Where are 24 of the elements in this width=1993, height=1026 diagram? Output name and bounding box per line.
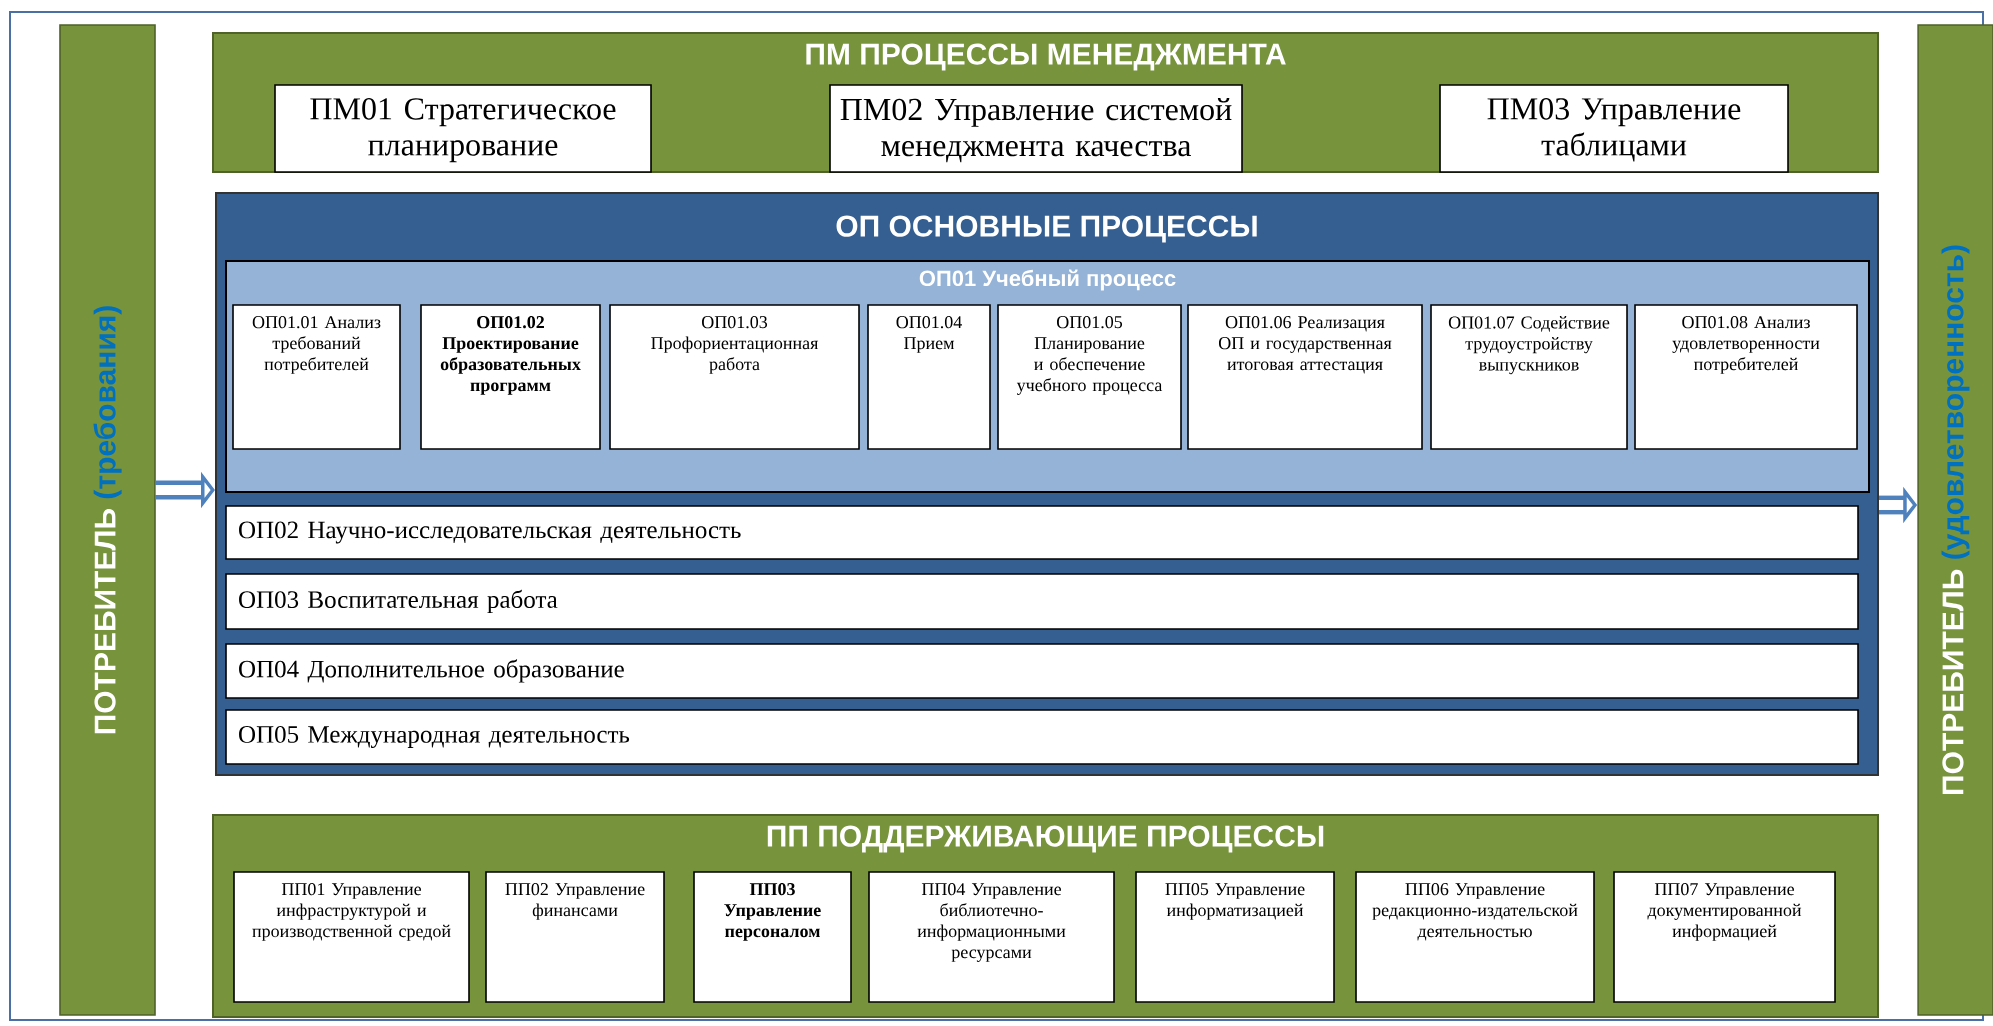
side-bar: ПОТРЕБИТЕЛЬ (удовлетворенность) (1917, 24, 1993, 1016)
process-box: ОП01.01 Анализ требований потребителей (232, 304, 401, 450)
process-box: ПП06 Управление редакционно-издательской деятельностью (1355, 871, 1595, 1003)
process-box: ОП01.05 Планирование и обеспечение учебного процесса (997, 304, 1182, 450)
process-box: ПП01 Управление инфраструктурой и производственной средой (233, 871, 470, 1003)
process-box: ОП01.06 Реализация ОП и государственная итоговая аттестация (1187, 304, 1423, 450)
process-row: ОП02 Научно-исследовательская деятельность (225, 505, 1859, 560)
process-box: ПП07 Управление документированной информацией (1613, 871, 1836, 1003)
process-box: ПП04 Управление библиотечно-информационными ресурсами (868, 871, 1115, 1003)
process-box: ПП02 Управление финансами (485, 871, 665, 1003)
process-box: ОП01.07 Содействие трудоустройству выпускников (1430, 304, 1628, 450)
process-box: ПП03 Управление персоналом (693, 871, 852, 1003)
process-row: ОП05 Международная деятельность (225, 709, 1859, 765)
process-box: ОП01.04 Прием (867, 304, 991, 450)
side-bar: ПОТРЕБИТЕЛЬ (требования) (59, 24, 156, 1016)
process-box: ОП01.03 Профориентационная работа (609, 304, 860, 450)
process-box: ПП05 Управление информатизацией (1135, 871, 1335, 1003)
process-row: ОП03 Воспитательная работа (225, 573, 1859, 630)
process-box: ПМ03 Управление таблицами (1439, 84, 1789, 173)
process-box: ОП01.08 Анализ удовлетворенности потребителей (1634, 304, 1858, 450)
process-box: ОП01.02 Проектирование образовательных программ (420, 304, 601, 450)
process-box: ПМ01 Стратегическое планирование (274, 84, 652, 173)
process-row: ОП04 Дополнительное образование (225, 643, 1859, 699)
process-box: ПМ02 Управление системой менеджмента качества (829, 84, 1243, 173)
